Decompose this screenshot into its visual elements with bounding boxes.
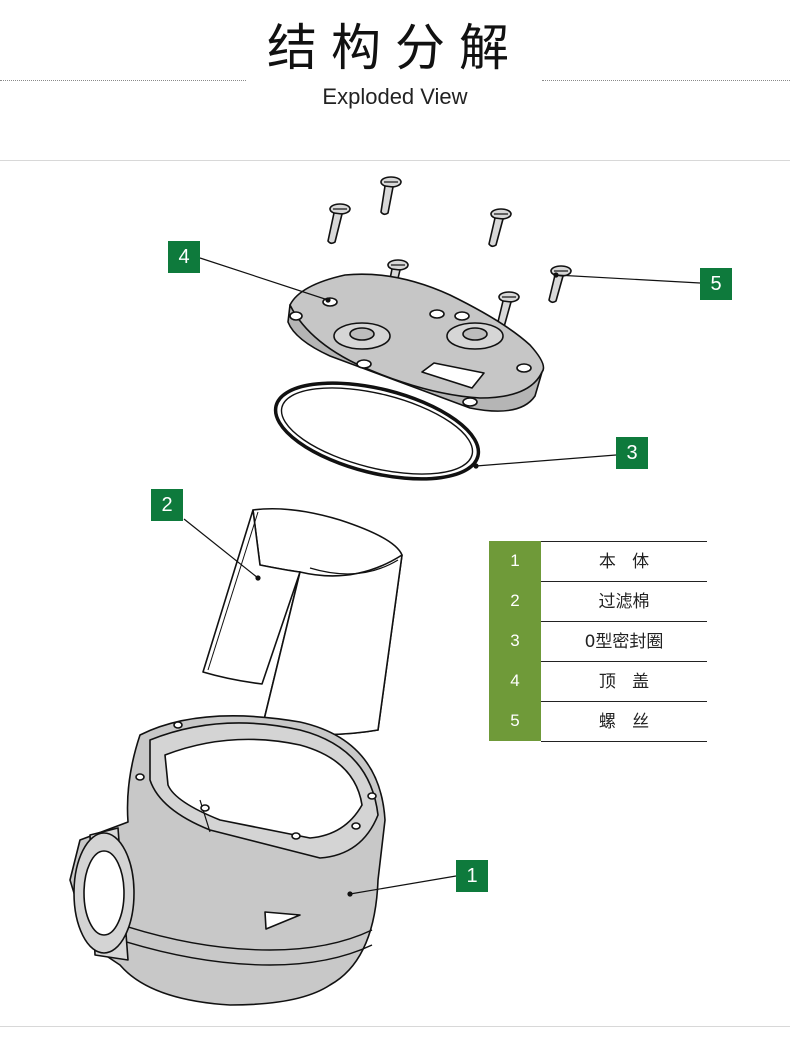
parts-legend-table: 1 本 体 2 过滤棉 3 0型密封圈 4 顶 盖 5 螺 丝 [489, 541, 707, 742]
callout-5: 5 [700, 268, 732, 300]
leader-line-4 [199, 257, 329, 301]
legend-row: 3 0型密封圈 [489, 621, 707, 662]
title-divider-right [542, 80, 790, 81]
callout-4: 4 [168, 241, 200, 273]
legend-number: 4 [489, 661, 541, 701]
valve-body [69, 715, 386, 1006]
legend-row: 1 本 体 [489, 541, 707, 582]
exploded-view-drawing [69, 176, 701, 1006]
leader-line-3 [475, 454, 617, 467]
title-divider-left [0, 80, 246, 81]
o-ring [273, 381, 481, 481]
page-subtitle: Exploded View [322, 84, 468, 109]
legend-part-name: 顶 盖 [541, 661, 707, 702]
callout-1: 1 [456, 860, 488, 892]
section-divider-bottom [0, 1026, 790, 1027]
leader-line-2 [183, 518, 259, 579]
legend-number: 1 [489, 541, 541, 581]
page-header: 结构分解 Exploded View [0, 0, 790, 160]
legend-part-name: 螺 丝 [541, 701, 707, 742]
legend-part-name: 本 体 [541, 541, 707, 582]
section-divider-top [0, 160, 790, 161]
legend-number: 5 [489, 701, 541, 741]
legend-part-name: 0型密封圈 [541, 621, 707, 662]
screw [488, 208, 512, 248]
screw [327, 203, 351, 245]
leader-line-1 [349, 875, 457, 895]
top-cover [287, 273, 545, 412]
filter-sleeve [202, 507, 403, 736]
screw [548, 265, 572, 304]
legend-number: 2 [489, 581, 541, 621]
callout-3: 3 [616, 437, 648, 469]
legend-part-name: 过滤棉 [541, 581, 707, 622]
screw [380, 176, 402, 216]
page-title: 结构分解 [267, 19, 523, 77]
legend-row: 4 顶 盖 [489, 661, 707, 702]
callout-2: 2 [151, 489, 183, 521]
legend-row: 2 过滤棉 [489, 581, 707, 622]
legend-number: 3 [489, 621, 541, 661]
legend-row: 5 螺 丝 [489, 701, 707, 742]
leader-line-5 [555, 274, 701, 284]
